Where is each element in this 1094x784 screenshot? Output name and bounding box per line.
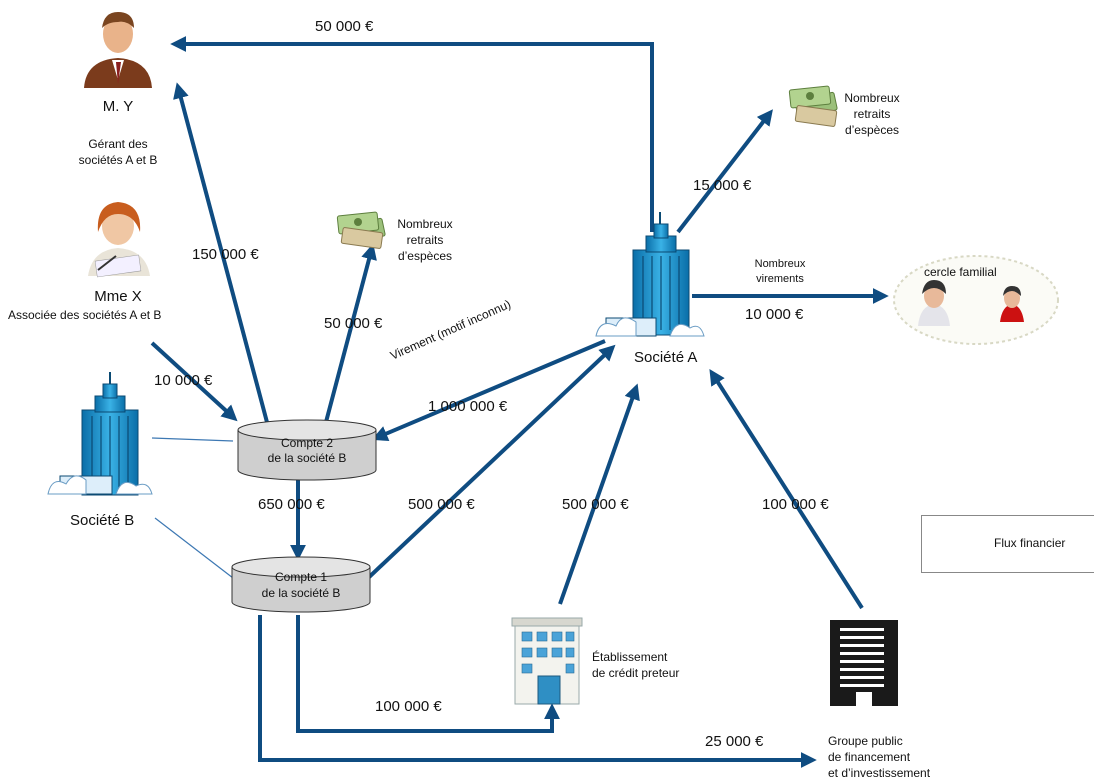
bank-building-icon [511,617,583,705]
flow-compte1-to-a: 500 000 € [408,496,475,513]
tower-building-icon [830,620,898,706]
flow-a-to-my: 50 000 € [315,18,374,35]
compte2-line1: Compte 2 [280,436,334,450]
groupe-line1: Groupe public [828,734,903,748]
family-circle [893,255,1059,345]
money-bills-icon [336,211,386,249]
arrow-compte1-to-groupe [258,615,817,768]
flow-family-note-line2: virements [756,273,804,285]
compte1-cylinder [231,556,371,613]
flow-a-cash: 15 000 € [693,177,752,194]
compte1-line2: de la société B [261,586,341,600]
societe-b-building-icon [47,372,153,496]
flow-compte1-to-groupe: 25 000 € [705,733,764,750]
arrow-a-to-my [170,36,654,232]
flow-a-to-family: 10 000 € [745,306,804,323]
my-name: M. Y [102,98,134,115]
cash-a-line3: d’espèces [844,123,900,137]
my-role-line2: sociétés A et B [78,153,158,167]
link-societe-b-compte1 [154,517,234,579]
family-member-icon [1000,286,1024,322]
legend-label: Flux financier [994,536,1066,550]
money-bills-icon [788,85,838,127]
flow-family-note-line1: Nombreux [754,258,806,270]
compte1-line1: Compte 1 [274,570,328,584]
credit-line2: de crédit preteur [592,666,680,680]
arrow-a-to-cash [676,109,773,234]
compte2-line2: de la société B [267,451,347,465]
arrow-compte1-to-credit [296,615,560,733]
legend-box: Flux financier [921,515,1094,573]
arrow-compte2-to-cash [324,243,377,423]
arrow-compte1-to-a [364,344,616,582]
manager-person-icon [84,12,152,88]
arrow-compte2-to-my [173,82,270,427]
family-member-icon [918,280,950,326]
flow-credit-to-a: 500 000 € [562,496,629,513]
flow-compte1-to-credit: 100 000 € [375,698,442,715]
cash-a-line2: retraits [853,107,891,121]
groupe-line2: de financement [828,750,911,764]
mmex-role: Associée des sociétés A et B [8,308,162,322]
flow-compte2-to-my: 150 000 € [192,246,259,263]
cash2-line3: d’espèces [397,249,453,263]
arrow-mmex-to-compte2 [150,341,238,422]
credit-line1: Établissement [592,650,668,664]
societe-a-label: Société A [634,349,698,366]
cash2-line1: Nombreux [397,217,453,231]
compte2-cylinder [237,419,377,481]
woman-writing-icon [88,202,150,278]
cash-a-line1: Nombreux [844,91,900,105]
flow-a-to-compte2: 1 000 000 € [428,398,508,415]
flow-compte2-cash: 50 000 € [324,315,383,332]
societe-a-building-icon [595,212,705,337]
groupe-line3: et d’investissement [828,766,931,780]
arrow-a-to-compte2 [371,339,606,441]
arrow-credit-to-a [558,383,640,605]
flow-mmex-to-compte2: 10 000 € [154,372,213,389]
flow-groupe-to-a: 100 000 € [762,496,829,513]
societe-b-label: Société B [70,512,135,529]
cash2-line2: retraits [406,233,444,247]
my-role-line1: Gérant des [88,137,148,151]
arrow-groupe-to-a [709,368,864,610]
cercle-familial-label: cercle familial [924,265,997,279]
flow-compte2-to-compte1: 650 000 € [258,496,325,513]
link-societe-b-compte2 [151,437,234,442]
mmex-name: Mme X [94,288,142,305]
